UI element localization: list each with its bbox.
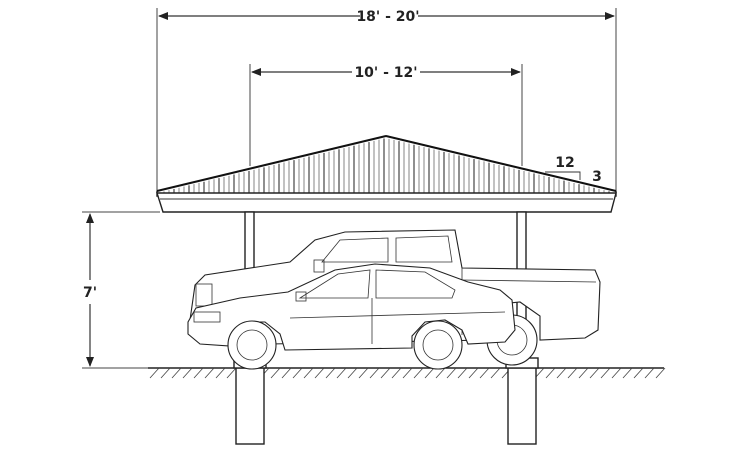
ground-hatch-line <box>424 367 435 379</box>
overall-width-dimension: 18' - 20' <box>156 8 617 190</box>
sedan-headlight <box>193 311 221 323</box>
ground-hatch-line <box>457 367 468 379</box>
ground-hatch-line <box>270 367 281 379</box>
ground-hatch-line <box>545 367 556 379</box>
ground-hatch-line <box>490 367 501 379</box>
roof-ribs <box>163 138 610 193</box>
ground-hatch-line <box>644 367 655 379</box>
ground-hatch-line <box>292 367 303 379</box>
ground-hatch-line <box>413 367 424 379</box>
sedan-front-rim <box>236 329 268 361</box>
ground-hatch-line <box>204 367 215 379</box>
left-footing <box>235 367 265 445</box>
ground-hatch-line <box>479 367 490 379</box>
ground-hatch-line <box>435 367 446 379</box>
ground-hatch-line <box>622 367 633 379</box>
post-spacing-dimension: 10' - 12' <box>249 64 523 166</box>
ground <box>148 367 666 379</box>
ground-hatch-line <box>402 367 413 379</box>
sedan <box>187 263 516 370</box>
sedan-rear-wheel <box>413 320 463 370</box>
ground-hatch-line <box>215 367 226 379</box>
ground-hatch-line <box>655 367 666 379</box>
roof-right-edge <box>385 135 617 192</box>
roof-pitch-indicator: 12 3 <box>545 155 602 185</box>
roof-left-edge <box>156 135 387 192</box>
pitch-triangle <box>545 171 581 180</box>
post-spacing-label: 10' - 12' <box>354 65 417 81</box>
ground-hatch-line <box>314 367 325 379</box>
sedan-rear-window <box>375 269 456 299</box>
ground-hatch-line <box>226 367 237 379</box>
ground-hatch-line <box>556 367 567 379</box>
truck-front-window <box>321 237 389 263</box>
pitch-rise-label: 3 <box>592 169 602 185</box>
ground-hatch-line <box>578 367 589 379</box>
ground-hatch-line <box>446 367 457 379</box>
sedan-rear-rim <box>422 329 454 361</box>
sedan-mirror <box>295 291 307 302</box>
ground-hatch-line <box>380 367 391 379</box>
ground-hatch-line <box>160 367 171 379</box>
ground-hatch-line <box>391 367 402 379</box>
ground-hatch-line <box>182 367 193 379</box>
gable-roof <box>156 135 617 213</box>
ground-hatch-line <box>358 367 369 379</box>
truck-rear-window <box>395 235 453 263</box>
sedan-body-line <box>289 311 506 319</box>
clearance-height-dimension: 7' <box>82 211 160 369</box>
ground-hatch-line <box>303 367 314 379</box>
roof-panel <box>156 135 617 197</box>
ground-hatch-line <box>325 367 336 379</box>
right-footing <box>507 367 537 445</box>
ground-hatching <box>149 367 666 379</box>
ground-hatch-line <box>369 367 380 379</box>
ground-hatch-line <box>468 367 479 379</box>
truck-bed-rail <box>461 279 597 283</box>
ground-hatch-line <box>633 367 644 379</box>
sedan-front-window <box>298 269 371 299</box>
truck-mirror <box>313 259 325 273</box>
pitch-run-label: 12 <box>555 155 574 171</box>
ground-hatch-line <box>336 367 347 379</box>
clearance-height-label: 7' <box>83 285 97 301</box>
ground-hatch-line <box>171 367 182 379</box>
ground-hatch-line <box>347 367 358 379</box>
ground-hatch-line <box>281 367 292 379</box>
ground-hatch-line <box>193 367 204 379</box>
ground-hatch-line <box>611 367 622 379</box>
overall-width-label: 18' - 20' <box>356 9 419 25</box>
header-beam <box>156 192 617 213</box>
sedan-front-wheel <box>227 320 277 370</box>
ground-hatch-line <box>600 367 611 379</box>
ground-hatch-line <box>567 367 578 379</box>
ground-hatch-line <box>589 367 600 379</box>
ground-hatch-line <box>149 367 160 379</box>
